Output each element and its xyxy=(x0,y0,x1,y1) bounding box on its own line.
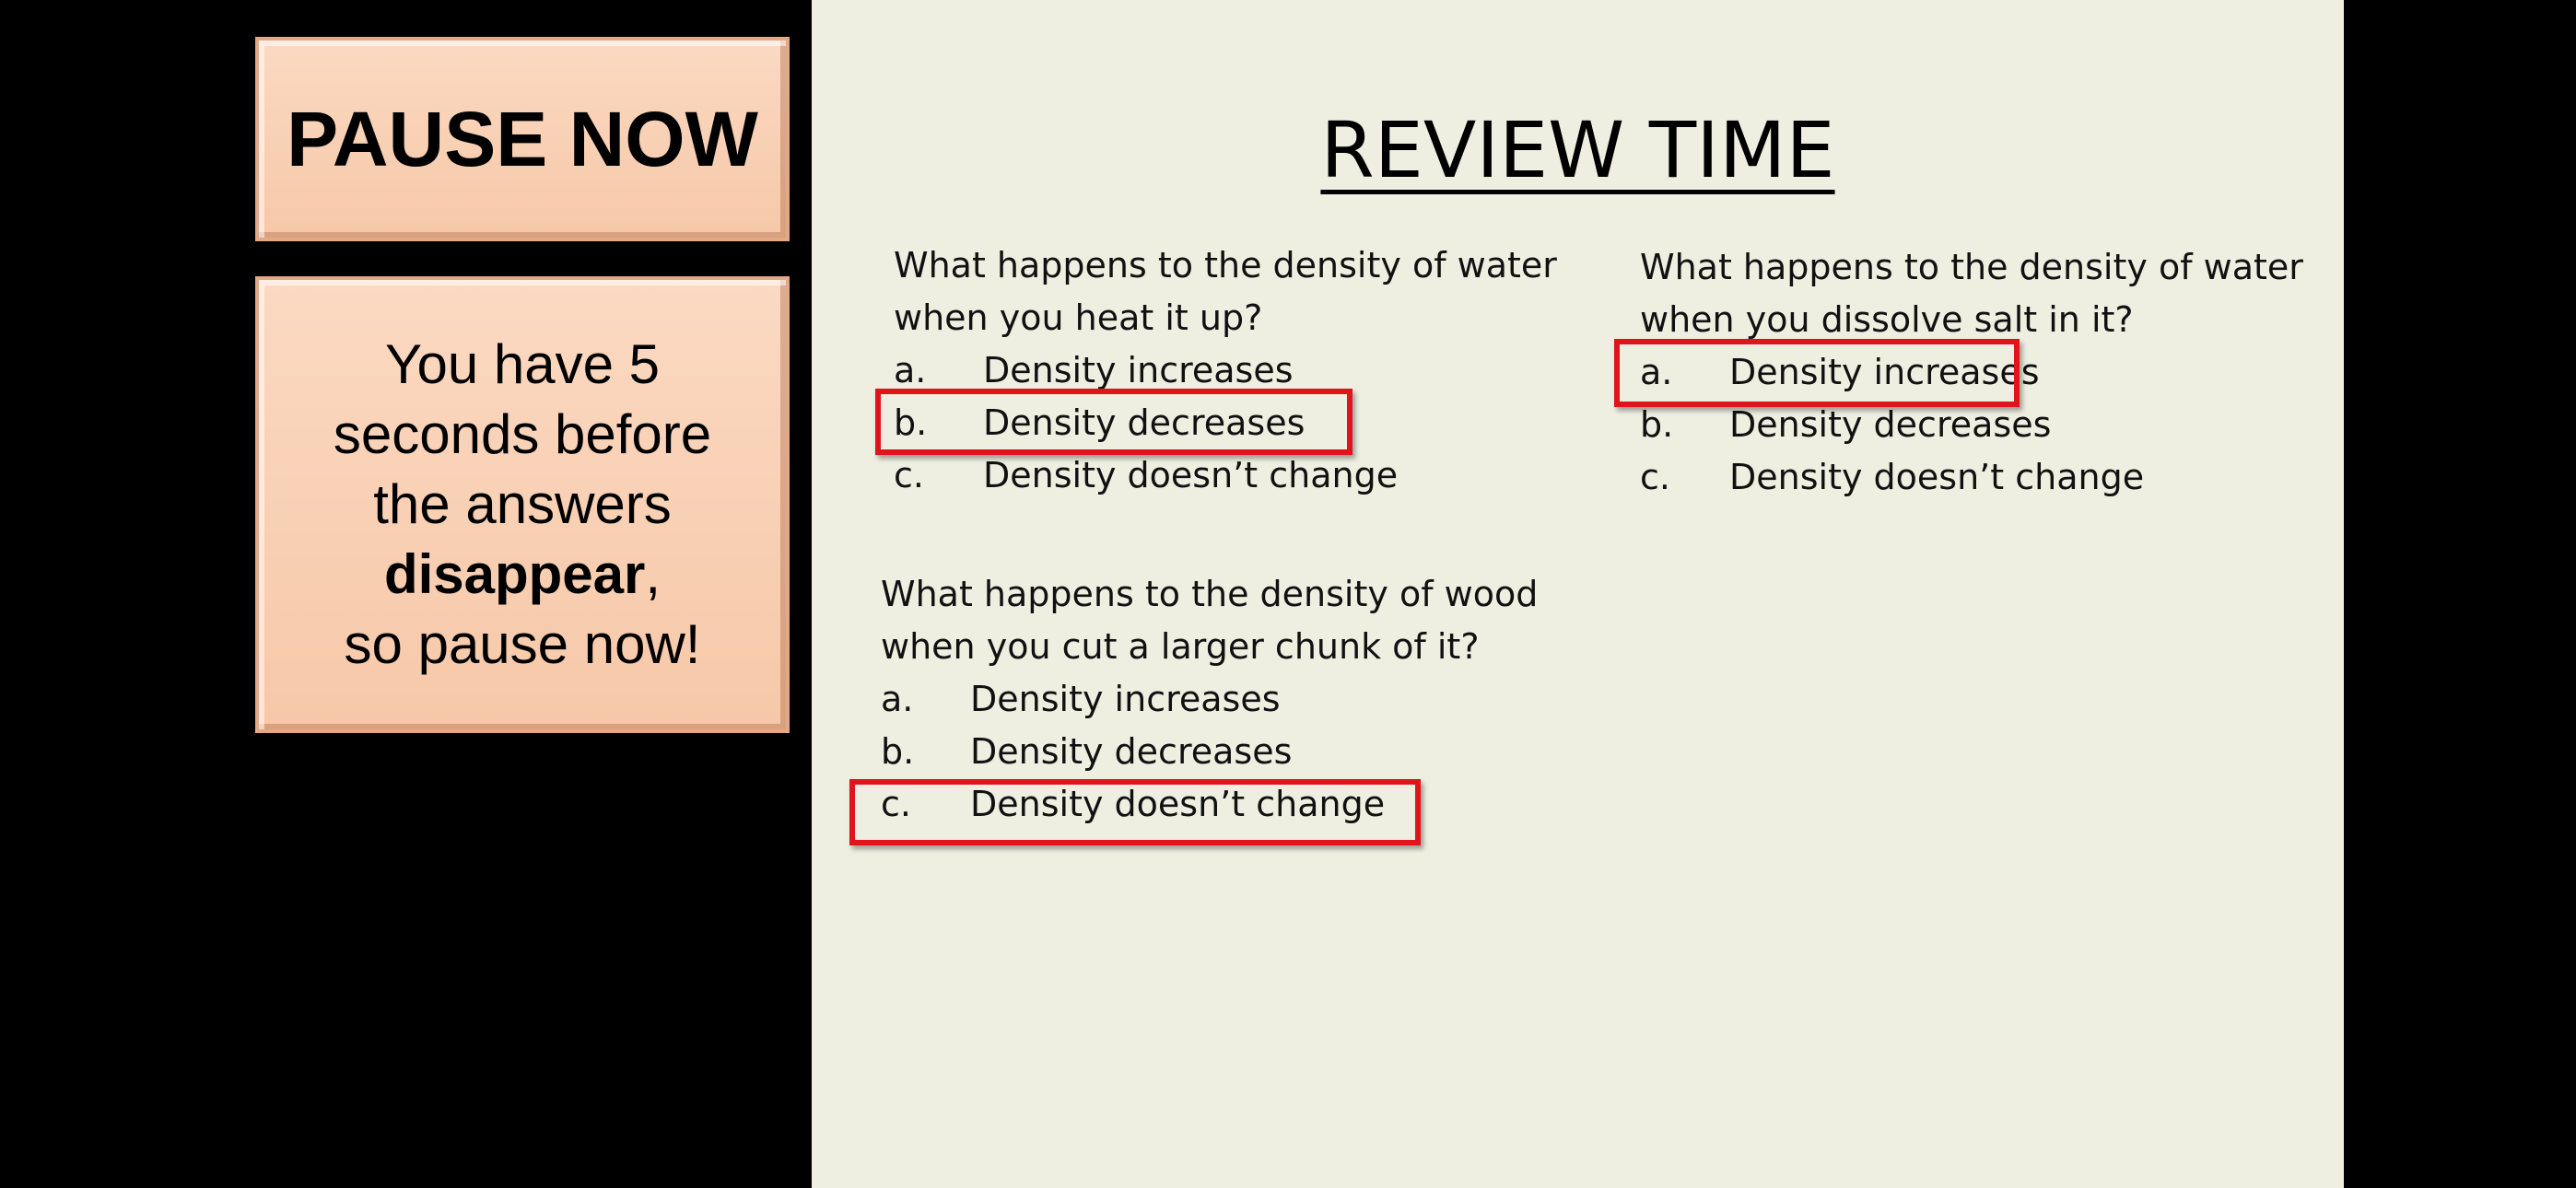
timer-line: You have 5 xyxy=(384,333,661,395)
answer-option: c. Density doesn’t change xyxy=(881,778,1538,831)
question-text: What happens to the density of water whe… xyxy=(894,245,1557,338)
question-text: What happens to the density of water whe… xyxy=(1640,247,2303,340)
option-label: Density doesn’t change xyxy=(983,455,1399,495)
question-heat-water: What happens to the density of water whe… xyxy=(894,239,1557,502)
option-label: Density doesn’t change xyxy=(970,784,1386,824)
pause-now-title: PAUSE NOW xyxy=(287,95,758,182)
question-wood-chunk: What happens to the density of wood when… xyxy=(881,568,1538,831)
timer-message: You have 5 seconds before the answers di… xyxy=(334,330,711,680)
answer-option: c. Density doesn’t change xyxy=(894,449,1557,502)
review-slide: REVIEW TIME What happens to the density … xyxy=(812,0,2344,1188)
slide-title: REVIEW TIME xyxy=(812,99,2344,201)
option-letter: a. xyxy=(894,350,927,390)
option-label: Density increases xyxy=(970,679,1281,719)
correct-answer-highlight xyxy=(875,389,1352,455)
timer-emphasis: disappear xyxy=(383,543,646,605)
option-label: Density decreases xyxy=(970,731,1293,772)
timer-line: disappear, xyxy=(334,540,711,610)
option-letter: b. xyxy=(894,402,928,443)
option-label: Density decreases xyxy=(1729,404,2052,445)
option-letter: c. xyxy=(881,784,911,824)
timer-line: so pause now! xyxy=(344,613,701,675)
option-letter: a. xyxy=(1640,352,1673,392)
option-label: Density increases xyxy=(1729,352,2040,392)
pause-now-box: PAUSE NOW xyxy=(255,37,790,241)
timer-line: the answers xyxy=(373,473,672,535)
option-label: Density increases xyxy=(983,350,1294,390)
correct-answer-highlight xyxy=(849,779,1421,845)
timer-comma: , xyxy=(645,543,662,605)
option-label: Density doesn’t change xyxy=(1729,457,2145,497)
answer-option: a. Density increases xyxy=(1640,346,2303,399)
answer-option: c. Density doesn’t change xyxy=(1640,451,2303,504)
option-letter: b. xyxy=(881,731,915,772)
question-salt-water: What happens to the density of water whe… xyxy=(1640,241,2303,504)
answer-option: a. Density increases xyxy=(894,344,1557,397)
correct-answer-highlight xyxy=(1614,339,2020,407)
option-letter: c. xyxy=(1640,457,1670,497)
option-label: Density decreases xyxy=(983,402,1306,443)
answer-option: b. Density decreases xyxy=(894,397,1557,449)
answer-option: a. Density increases xyxy=(881,673,1538,726)
question-text: What happens to the density of wood when… xyxy=(881,574,1539,667)
answer-option: b. Density decreases xyxy=(1640,399,2303,451)
option-letter: a. xyxy=(881,679,914,719)
slide-title-text: REVIEW TIME xyxy=(1320,105,1835,195)
option-letter: c. xyxy=(894,455,924,495)
timer-message-box: You have 5 seconds before the answers di… xyxy=(255,276,790,733)
answer-option: b. Density decreases xyxy=(881,726,1538,778)
option-letter: b. xyxy=(1640,404,1674,445)
timer-line: seconds before xyxy=(333,403,712,465)
